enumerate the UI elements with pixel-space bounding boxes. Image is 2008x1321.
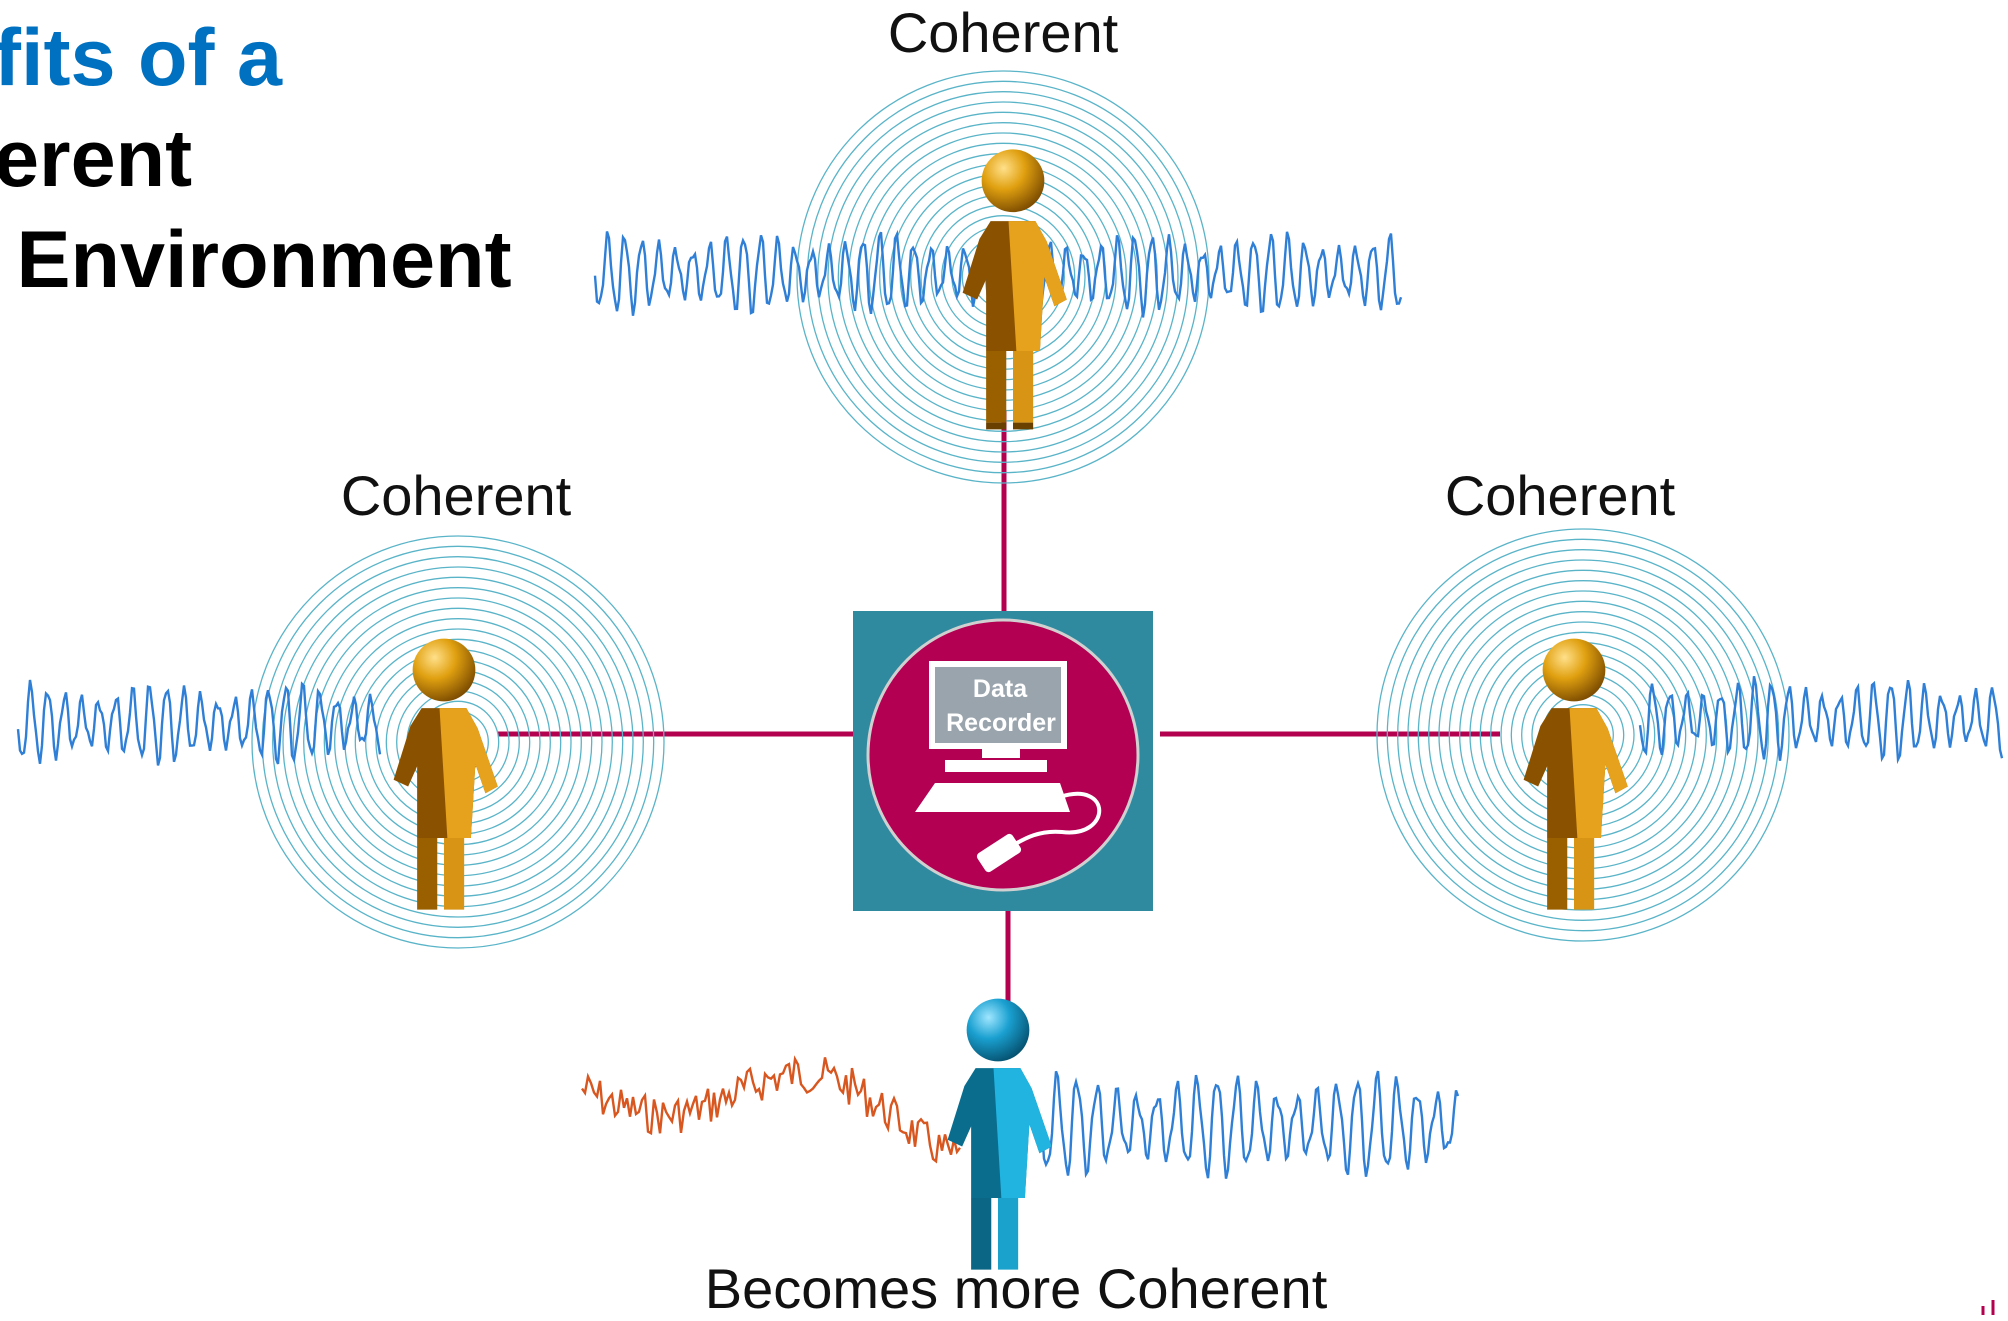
keyboard	[915, 783, 1070, 812]
ripple-ring	[272, 556, 644, 928]
ripple-ring	[1376, 528, 1790, 942]
person-icon-bottom	[947, 998, 1052, 1270]
label-bottom: Becomes more Coherent	[704, 1257, 1328, 1320]
data-recorder-icon: Data Recorder	[853, 611, 1153, 911]
mouse-cable	[1010, 791, 1102, 848]
label-right: Coherent	[1444, 464, 1676, 527]
ripple-ring	[837, 111, 1169, 443]
wave-bottom-noisy	[581, 1055, 961, 1164]
ripple-ring	[282, 566, 634, 918]
ripple-ring	[1397, 549, 1769, 921]
person-icon-right	[1523, 638, 1628, 910]
recorder-label-line2: Recorder	[946, 709, 1056, 737]
ripple-ring	[827, 101, 1179, 453]
wave-right	[1638, 675, 2004, 765]
recorder-label-line1: Data	[973, 675, 1028, 703]
label-left: Coherent	[340, 464, 572, 527]
corner-mark	[1981, 1300, 1995, 1315]
person-icon-left	[393, 638, 498, 910]
label-top: Coherent	[887, 1, 1119, 64]
mouse	[976, 833, 1022, 873]
ripple-ring	[796, 70, 1210, 484]
ripple-ring	[251, 535, 665, 949]
wave-left	[16, 679, 382, 766]
ripple-ring	[1407, 559, 1759, 911]
title-line-1: fits of a	[0, 13, 283, 103]
title-line-3: Environment	[0, 215, 512, 305]
monitor-screen	[929, 661, 1067, 749]
slide-title: fits of a erent Environment	[0, 8, 512, 311]
connectors	[498, 410, 1500, 1010]
person-icon-top	[962, 149, 1067, 430]
wave-bottom-coherent	[1040, 1070, 1460, 1179]
ripple-ring	[817, 91, 1189, 463]
title-line-2: erent	[0, 114, 193, 204]
